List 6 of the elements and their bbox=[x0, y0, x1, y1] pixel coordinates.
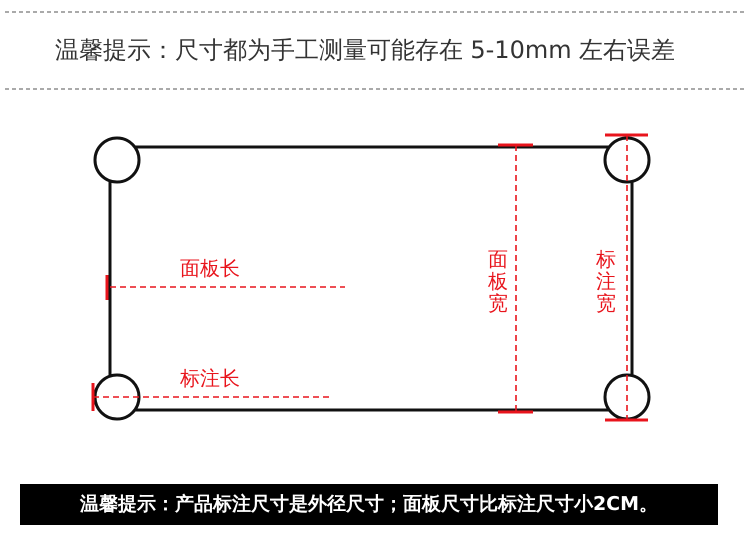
dimension-label: 标注宽 bbox=[596, 248, 616, 314]
caption-banner: 温馨提示：产品标注尺寸是外径尺寸；面板尺寸比标注尺寸小2CM。 bbox=[20, 484, 718, 525]
dimension-label: 面板宽 bbox=[488, 248, 508, 314]
title: 温馨提示：尺寸都为手工测量可能存在 5-10mm 左右误差 bbox=[54, 35, 676, 66]
dimension-label: 标注长 bbox=[180, 367, 240, 389]
dimension-label: 面板长 bbox=[180, 257, 240, 279]
